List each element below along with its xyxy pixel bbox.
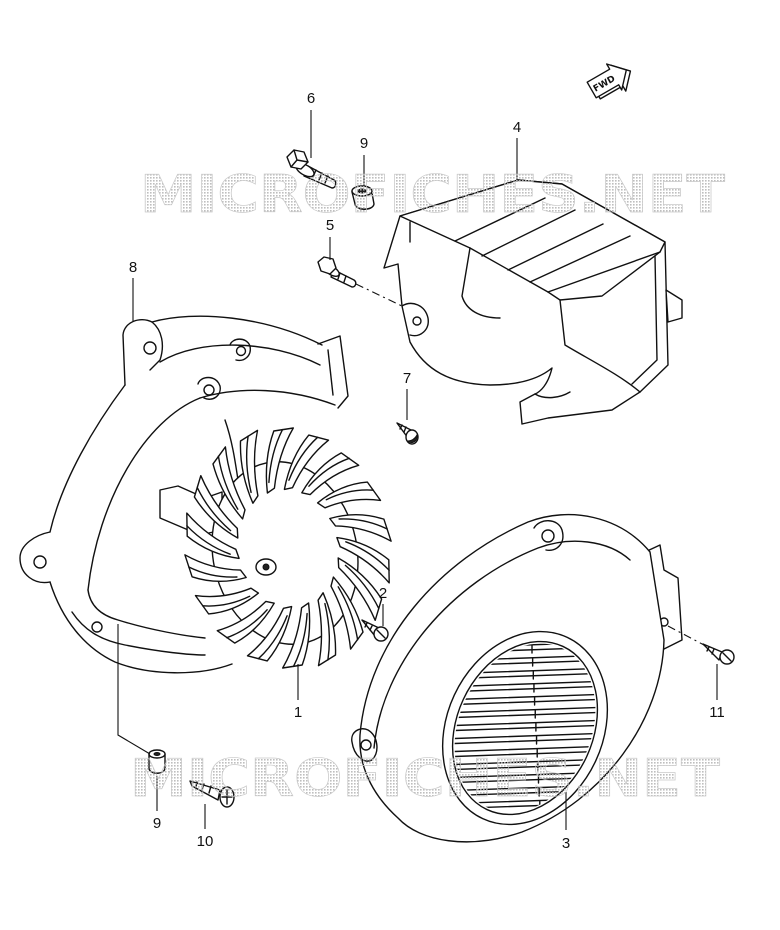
assembly-line-screw-11 <box>667 625 705 646</box>
callout-1: 1 <box>294 704 302 721</box>
callout-9-bottom: 9 <box>153 815 161 832</box>
callout-9-top: 9 <box>360 135 368 152</box>
grille-slat <box>439 732 613 745</box>
fan-blade <box>265 427 294 494</box>
fan-cover <box>351 513 683 843</box>
bolt-6 <box>286 149 337 189</box>
screw-2 <box>361 619 389 642</box>
leader-grommet-to-shroud <box>117 624 151 755</box>
fan-blade <box>193 475 239 539</box>
mounting-hole <box>203 384 215 396</box>
callout-2: 2 <box>379 585 387 602</box>
duct-tab <box>665 289 683 323</box>
fan-blades <box>184 427 392 669</box>
fan-blade <box>336 536 390 584</box>
forward-direction-arrow: FWD <box>586 63 632 100</box>
fan-blade <box>283 434 330 491</box>
grille-slat <box>439 719 613 732</box>
fan-blade <box>317 592 337 667</box>
screw-11 <box>702 643 735 665</box>
callout-7: 7 <box>403 370 411 387</box>
fan-blade <box>239 429 259 504</box>
callout-11: 11 <box>709 704 725 721</box>
grommet-9-top <box>351 185 375 210</box>
callout-8: 8 <box>129 259 137 276</box>
callout-5: 5 <box>326 217 334 234</box>
mounting-hole <box>91 621 103 633</box>
assembly-line-bolt-5 <box>355 283 403 307</box>
fan-hub-bore <box>262 563 270 571</box>
watermark-top: MICROFICHES.NET <box>140 165 726 225</box>
mounting-hole <box>541 529 555 543</box>
leader-lines <box>117 110 718 830</box>
fan-blade <box>212 446 246 520</box>
fan-shroud <box>19 315 349 674</box>
mounting-hole <box>235 345 247 357</box>
screw-7 <box>396 422 419 445</box>
mounting-hole <box>360 739 372 751</box>
watermark-bottom: MICROFICHES.NET <box>130 749 721 809</box>
grille-slat <box>439 693 613 706</box>
fan-blade <box>316 481 382 509</box>
callout-numbers: 6 9 4 5 8 7 2 1 11 9 10 3 <box>129 90 725 852</box>
fan-blade <box>282 602 311 669</box>
fan-blade <box>246 605 293 662</box>
mounting-hole <box>33 555 47 569</box>
fan-blade <box>337 557 383 621</box>
callout-4: 4 <box>513 119 521 136</box>
screw-10 <box>189 780 235 808</box>
fan-blade <box>194 587 260 615</box>
fan-blade <box>186 512 240 560</box>
fan-blade <box>330 576 364 650</box>
fan-blade <box>216 600 275 644</box>
arrow-shape <box>586 63 628 99</box>
fan-blade <box>184 554 247 583</box>
grille-slat <box>439 745 613 758</box>
bolt-5 <box>317 256 357 288</box>
cooling-fan <box>184 427 392 669</box>
callout-3: 3 <box>562 835 570 852</box>
fan-blade <box>301 452 360 496</box>
grille-slat <box>439 706 613 719</box>
mounting-hole <box>143 341 157 355</box>
mounting-hole <box>412 316 422 326</box>
fan-blade <box>329 513 392 542</box>
air-duct-cover <box>383 179 683 425</box>
callout-10: 10 <box>197 833 214 850</box>
callout-6: 6 <box>307 90 315 107</box>
